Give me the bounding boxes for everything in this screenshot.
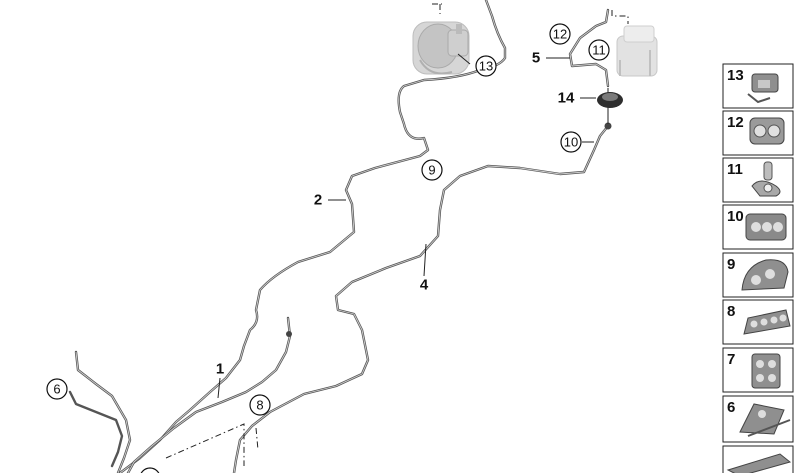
svg-text:10: 10 [564,135,578,150]
label-1: 1 [216,361,224,378]
parts-panel-item-10: 10 [722,204,794,250]
leader-13 [457,53,471,65]
svg-text:12: 12 [727,114,744,131]
svg-text:6: 6 [727,399,735,416]
parts-panel-item-partial [722,445,794,473]
dash-line-lower [165,423,245,466]
fuel-pipe-5 [568,8,612,130]
parts-panel-item-13: 13 [722,63,794,109]
svg-text:8: 8 [727,303,735,320]
svg-text:10: 10 [727,208,744,225]
callout-partial-bottom [140,467,160,473]
svg-text:8: 8 [256,398,263,413]
double-clip-12-icon [749,117,785,145]
parts-panel: 13 12 11 [722,63,794,473]
fuel-pipe-2 [118,0,507,473]
grommet-clip-13-icon [747,73,779,104]
grommet-14-icon [597,92,623,108]
fuel-pipe-1 [126,316,292,473]
fuel-pipe-4 [232,124,610,473]
parts-panel-item-12: 12 [722,110,794,156]
leader-1 [217,377,221,399]
svg-text:9: 9 [727,256,735,273]
pipe-holder-6-icon [739,403,791,437]
svg-text:13: 13 [479,59,493,74]
stacked-holder-7-icon [751,353,781,389]
parts-panel-item-11: 11 [722,157,794,203]
triple-holder-10-icon [745,213,787,241]
svg-text:11: 11 [592,43,606,58]
curved-holder-9-icon [741,259,789,291]
multi-holder-8-icon [743,309,791,335]
callout-11: 11 [588,39,610,61]
carbon-canister-icon [412,3,470,75]
svg-text:12: 12 [553,27,567,42]
label-5: 5 [532,50,540,67]
callout-12: 12 [549,23,571,45]
svg-text:13: 13 [727,67,744,84]
callout-10: 10 [560,131,582,153]
svg-text:11: 11 [727,161,743,178]
svg-text:6: 6 [53,382,60,397]
hose-clip-11-icon [751,161,781,197]
callout-9: 9 [421,159,443,181]
fuel-pipe-left-end [68,350,132,473]
parts-panel-item-8: 8 [722,299,794,345]
label-4: 4 [420,277,429,294]
leader-4 [423,243,427,277]
label-2: 2 [314,192,322,209]
svg-text:7: 7 [727,351,735,368]
label-14: 14 [558,90,575,107]
callout-8: 8 [249,394,271,416]
svg-text:9: 9 [428,163,435,178]
callout-13: 13 [475,55,497,77]
parts-panel-item-9: 9 [722,252,794,298]
parts-panel-item-7: 7 [722,347,794,393]
dash-line-8 [255,427,259,451]
callout-6: 6 [46,378,68,400]
fuel-pump-unit-icon [611,10,658,77]
parts-panel-item-6: 6 [722,395,794,443]
